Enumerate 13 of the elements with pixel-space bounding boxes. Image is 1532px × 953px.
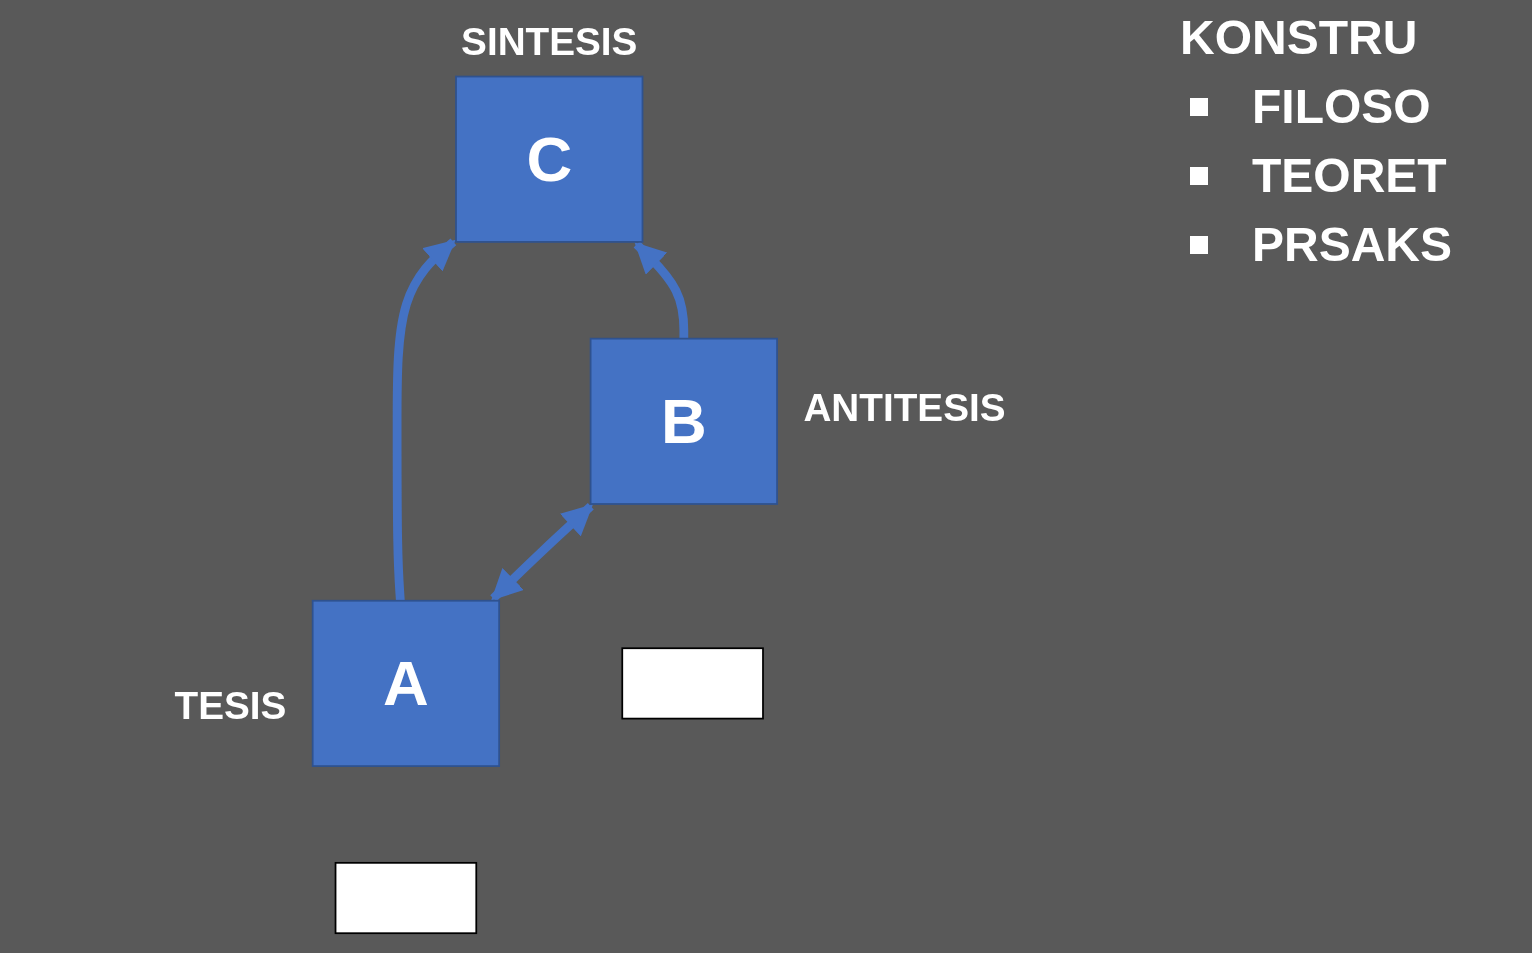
arrow [392, 237, 457, 601]
bullet-item: FILOSO [1252, 79, 1431, 134]
node-caption: TESIS [174, 683, 287, 727]
bullet-item: TEORET [1252, 148, 1447, 203]
bullet-item: PRSAKS [1252, 217, 1453, 272]
node-caption: ANTITESIS [803, 385, 1006, 429]
node-label: C [526, 123, 573, 194]
node-label: A [383, 647, 429, 719]
heading-text: KONSTRU [1180, 10, 1419, 65]
arrow [633, 240, 689, 339]
node-caption: SINTESIS [461, 19, 638, 63]
node-label: B [660, 385, 707, 456]
arrow [490, 502, 594, 601]
